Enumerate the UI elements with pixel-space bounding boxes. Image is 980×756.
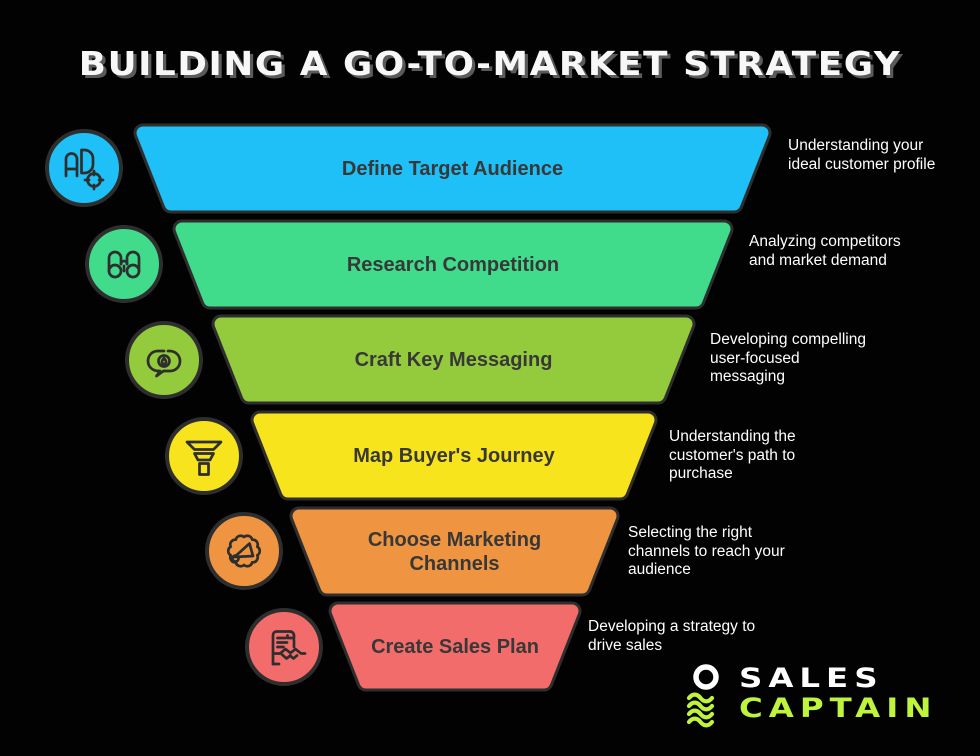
ad-target-icon — [45, 129, 123, 207]
step-description: Understanding your ideal customer profil… — [788, 137, 936, 173]
funnel-bar — [328, 601, 582, 692]
funnel-icon — [165, 417, 243, 495]
step-title: Define Target Audience — [341, 157, 564, 180]
funnel-bar — [133, 123, 772, 214]
step-description: Analyzing competitors and market demand — [749, 233, 901, 269]
step-title: Create Sales Plan — [371, 635, 539, 658]
logo-text: SALES CAPTAIN — [739, 664, 931, 724]
captain-ring-waves-icon — [686, 664, 719, 728]
logo-sales-text: SALES — [739, 663, 884, 694]
megaphone-burst-icon — [205, 512, 283, 590]
funnel-bar — [172, 219, 734, 310]
page-title: BUILDING A GO-TO-MARKET STRATEGY — [78, 44, 902, 83]
funnel-bar — [250, 410, 658, 501]
speech-bubbles-idea-icon — [125, 321, 203, 399]
step-title: Research Competition — [346, 253, 560, 276]
step-description: Developing a strategy to drive sales — [588, 618, 756, 654]
step-description: Developing compelling user-focused messa… — [710, 331, 866, 385]
step-description: Selecting the right channels to reach yo… — [628, 524, 785, 578]
logo-captain-text: CAPTAIN — [739, 693, 938, 724]
step-description: Understanding the customer's path to pur… — [669, 428, 796, 482]
step-title: Map Buyer's Journey — [353, 444, 555, 467]
funnel-bar — [289, 506, 620, 597]
binoculars-icon — [85, 225, 163, 303]
step-title: Craft Key Messaging — [354, 348, 553, 371]
sales-captain-logo: SALES CAPTAIN — [683, 664, 931, 734]
sales-plan-handshake-icon — [245, 608, 323, 686]
funnel-bar — [211, 314, 696, 405]
step-title: Choose Marketing Channels — [367, 528, 542, 575]
